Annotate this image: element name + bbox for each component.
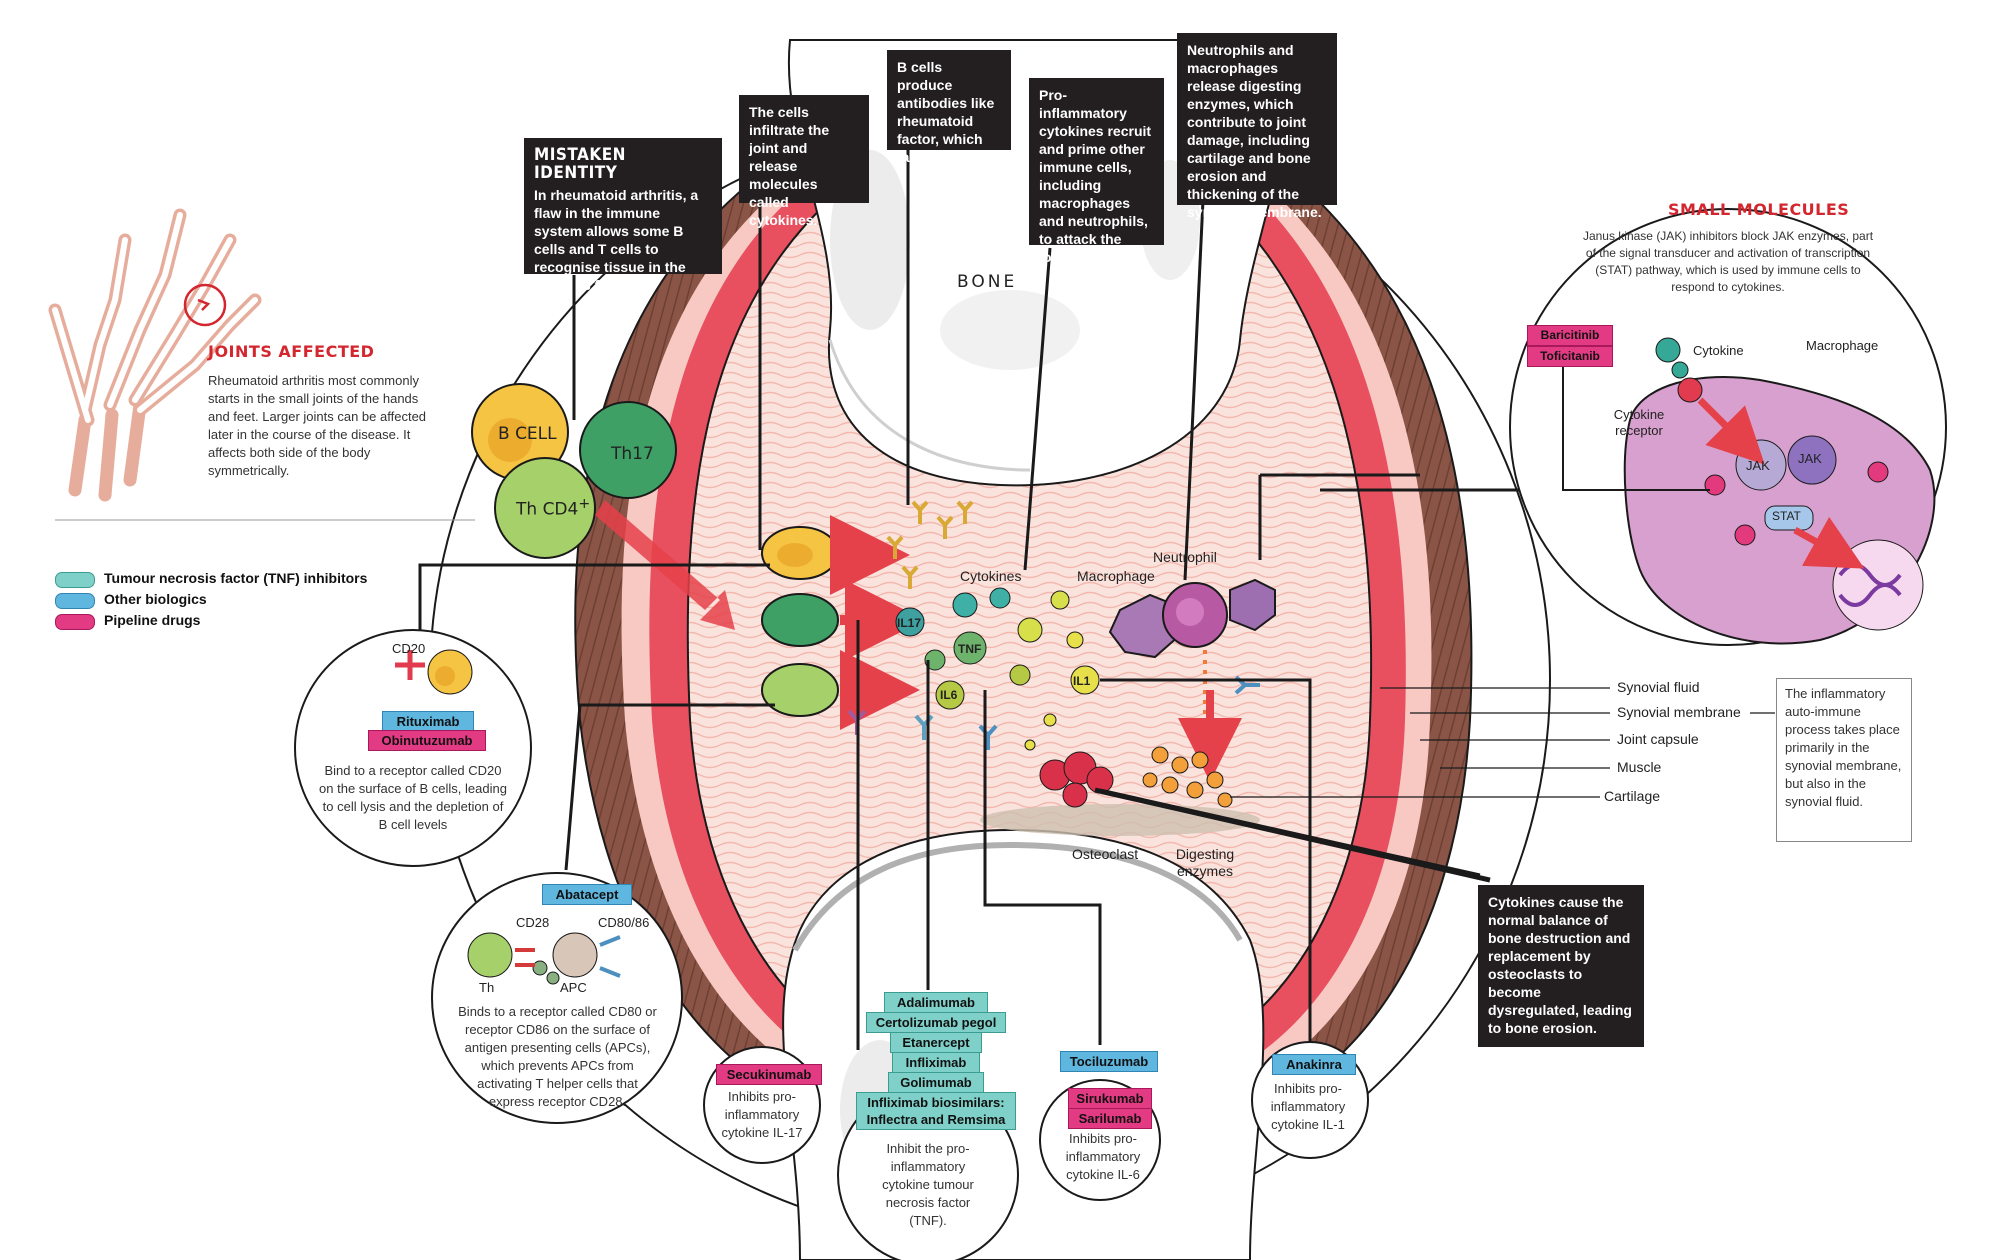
cd80-label: CD80/86 [598,915,650,930]
legend-swatch-pipeline [55,614,95,630]
drug-golimumab: Golimumab [888,1072,984,1093]
il17-text: Inhibits pro-inflammatory cytokine IL-17 [721,1089,803,1140]
upper-bone [787,39,1293,487]
drug-adalimumab: Adalimumab [884,992,988,1013]
drug-infliximab: Infliximab [892,1052,980,1073]
cd28-label: CD28 [516,915,550,930]
callout-mistaken-identity-text: In rheumatoid arthritis, a flaw in the i… [534,187,699,293]
callout-b-cells: B cells produce antibodies like rheumato… [887,50,1011,165]
drug-rituximab: Rituximab [382,711,474,732]
th-label: Th [479,980,495,995]
drug-sirukumab: Sirukumab [1068,1088,1152,1109]
drug-certolizumab-pegol: Certolizumab pegol [866,1012,1006,1033]
anatomy-synovial-fluid: Synovial fluid [1617,679,1700,695]
callout-pro-inflammatory: Pro-inflammatory cytokines recruit and p… [1029,78,1164,265]
sm-cytokine-label: Cytokine [1693,343,1744,358]
drug-toficitanib: Toficitanib [1527,346,1613,367]
bone-label: BONE [957,272,1018,292]
drug-sarilumab: Sarilumab [1068,1108,1152,1129]
th17-cell [579,401,677,499]
anatomy-synovial-membrane: Synovial membrane [1617,704,1741,720]
osteoclast-label: Osteoclast [1072,846,1139,862]
sm-macrophage-label: Macrophage [1806,338,1879,353]
anatomy-joint-capsule: Joint capsule [1617,731,1699,747]
legend-label-pipeline: Pipeline drugs [104,612,201,628]
abatacept-text: Binds to a receptor called CD80 or recep… [458,1004,657,1109]
th17-label: Th17 [611,444,654,464]
anatomy-cartilage: Cartilage [1604,788,1661,804]
cytokines-label: Cytokines [960,568,1022,584]
callout-mistaken-identity-title: MISTAKEN IDENTITY [534,145,626,183]
drug-abatacept: Abatacept [542,884,632,905]
legend-swatch-biologics [55,593,95,609]
callout-mistaken-identity: MISTAKEN IDENTITY In rheumatoid arthriti… [524,138,722,293]
biosimilars-line-2: Inflectra and Remsima [866,1112,1006,1127]
il6-text: Inhibits pro-inflammatory cytokine IL-6 [1065,1131,1141,1182]
sm-jak-label-1: JAK [1746,458,1770,473]
anatomy-muscle: Muscle [1617,759,1662,775]
neutrophil-label: Neutrophil [1153,549,1217,565]
apc-label: APC [560,980,587,995]
th-cd4-cell [494,457,596,559]
drug-infliximab-biosimilars: Infliximab biosimilars: Inflectra and Re… [856,1092,1016,1130]
il1-text: Inhibits pro-inflammatory cytokine IL-1 [1270,1081,1346,1132]
digesting-enzymes-label: Digesting enzymes [1175,846,1235,879]
tnf-label: TNF [958,642,982,656]
b-cell-label: B CELL [498,424,557,444]
drug-anakinra: Anakinra [1272,1054,1356,1075]
legend-swatch-tnf [55,572,95,588]
small-molecules-title: SMALL MOLECULES [1668,200,1850,219]
tnf-text: Inhibit the pro-inflammatory cytokine tu… [882,1141,974,1228]
legend-label-biologics: Other biologics [104,591,207,607]
th-cd4-label: Th CD4+ [516,496,591,520]
small-molecules-text: Janus kinase (JAK) inhibitors block JAK … [1582,229,1874,294]
macrophage-label: Macrophage [1077,568,1155,584]
drug-etanercept: Etanercept [890,1032,982,1053]
biosimilars-line-1: Infliximab biosimilars: [867,1095,1005,1110]
cd20-label: CD20 [392,641,426,656]
il6-label: IL6 [940,688,958,702]
legend-label-tnf: Tumour necrosis factor (TNF) inhibitors [104,570,368,586]
callout-cytokines-cause: Cytokines cause the normal balance of bo… [1478,885,1644,1047]
il17-label: IL17 [897,616,922,630]
joints-affected-title: JOINTS AFFECTED [208,342,375,361]
sm-receptor-label: Cytokine receptor [1613,407,1665,438]
drug-obinutuzumab: Obinutuzumab [368,730,486,751]
callout-neutrophils: Neutrophils and macrophages release dige… [1177,33,1337,220]
cd20-text: Bind to a receptor called CD20 on the su… [319,763,507,832]
drug-baricitinib: Baricitinib [1527,325,1613,346]
th-cd4-text: Th CD4 [516,499,579,520]
callout-cells-infiltrate: The cells infiltrate the joint and relea… [739,95,869,228]
sm-jak-label-2: JAK [1798,451,1822,466]
drug-secukinumab: Secukinumab [716,1064,822,1085]
drug-tociluzumab: Tociluzumab [1060,1051,1158,1072]
anatomy-note: The inflammatory auto-immune process tak… [1776,678,1912,842]
joints-affected-text: Rheumatoid arthritis most commonly start… [208,373,427,478]
sm-stat-label: STAT [1772,509,1801,523]
il1-label: IL1 [1073,674,1091,688]
